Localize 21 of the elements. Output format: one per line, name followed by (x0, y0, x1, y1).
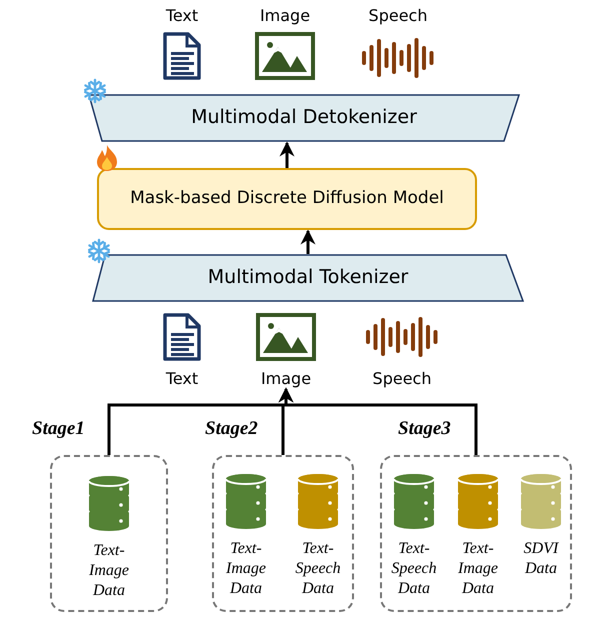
node-label: Image (260, 369, 312, 388)
dataset-label: Text-Image Data (225, 539, 267, 599)
node-label: Speech (368, 6, 428, 25)
box-label: Mask-based Discrete Diffusion Model (129, 188, 445, 208)
node-label: Image (258, 6, 312, 25)
arrow (278, 388, 478, 455)
node-label: Speech (372, 369, 432, 388)
dataset-label: Text-Speech Data (294, 539, 342, 599)
dataset-label: Text-Image Data (88, 541, 130, 601)
dataset-label: Text-Image Data (457, 539, 499, 599)
node-label: Text (164, 6, 200, 25)
box-label: Multimodal Tokenizer (206, 266, 410, 288)
dataset-label: SDVI Data (522, 539, 560, 579)
node-label: Text (164, 369, 200, 388)
arrow (300, 230, 316, 254)
stage-heading: Stage1 (32, 418, 85, 440)
stage-heading: Stage2 (205, 418, 258, 440)
box-label: Multimodal Detokenizer (190, 106, 418, 128)
stage-heading: Stage3 (398, 418, 451, 440)
dataset-label: Text-Speech Data (390, 539, 438, 599)
arrow (280, 142, 294, 168)
